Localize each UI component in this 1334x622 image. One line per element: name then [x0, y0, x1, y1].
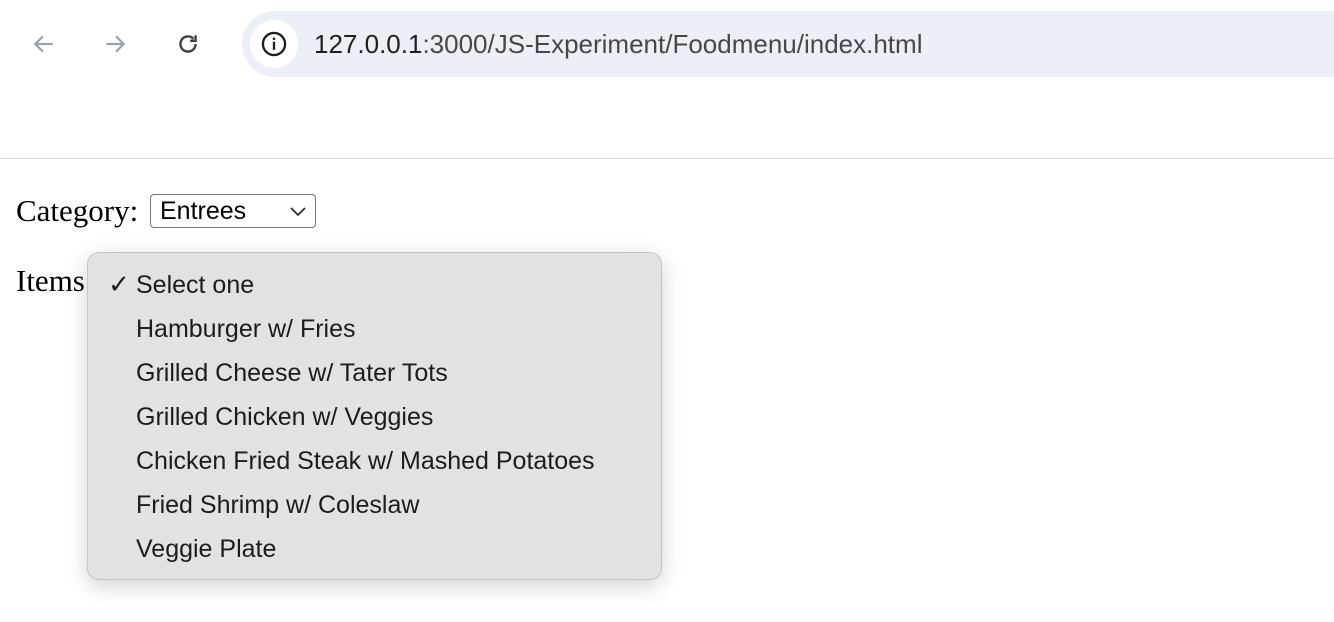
dropdown-option[interactable]: Hamburger w/ Fries: [88, 307, 661, 351]
chevron-down-icon: [290, 207, 306, 217]
dropdown-option[interactable]: Fried Shrimp w/ Coleslaw: [88, 483, 661, 527]
option-label: Grilled Cheese w/ Tater Tots: [136, 359, 448, 387]
dropdown-option[interactable]: Veggie Plate: [88, 527, 661, 571]
site-info-button[interactable]: [250, 20, 298, 68]
site-info-icon: [261, 31, 287, 57]
checkmark-icon: ✓: [108, 270, 130, 300]
url-text[interactable]: 127.0.0.1:3000/JS-Experiment/Foodmenu/in…: [314, 11, 922, 77]
reload-icon: [179, 35, 197, 53]
address-bar[interactable]: 127.0.0.1:3000/JS-Experiment/Foodmenu/in…: [242, 11, 1334, 77]
option-label: Select one: [136, 271, 255, 299]
back-arrow-icon: [33, 35, 53, 53]
dropdown-option[interactable]: Chicken Fried Steak w/ Mashed Potatoes: [88, 439, 661, 483]
dropdown-option[interactable]: ✓ Select one: [88, 263, 661, 307]
reload-button[interactable]: [168, 24, 208, 64]
option-label: Veggie Plate: [136, 535, 277, 563]
dropdown-option[interactable]: Grilled Cheese w/ Tater Tots: [88, 351, 661, 395]
category-select[interactable]: Entrees: [150, 194, 316, 228]
option-label: Grilled Chicken w/ Veggies: [136, 403, 434, 431]
option-label: Fried Shrimp w/ Coleslaw: [136, 491, 420, 519]
page-content: Category: Entrees Items ✓ Select one Ham…: [0, 160, 1334, 622]
option-label: Chicken Fried Steak w/ Mashed Potatoes: [136, 447, 595, 475]
forward-button[interactable]: [95, 24, 135, 64]
category-select-value: Entrees: [160, 197, 247, 225]
items-label: Items: [16, 263, 85, 298]
browser-toolbar: 127.0.0.1:3000/JS-Experiment/Foodmenu/in…: [0, 0, 1334, 159]
category-label: Category:: [16, 193, 139, 228]
url-path: :3000/JS-Experiment/Foodmenu/index.html: [422, 29, 923, 59]
option-label: Hamburger w/ Fries: [136, 315, 356, 343]
dropdown-option[interactable]: Grilled Chicken w/ Veggies: [88, 395, 661, 439]
forward-arrow-icon: [106, 35, 126, 53]
back-button[interactable]: [24, 24, 64, 64]
items-dropdown-menu: ✓ Select one Hamburger w/ Fries Grilled …: [87, 252, 662, 580]
url-host: 127.0.0.1: [314, 29, 423, 59]
